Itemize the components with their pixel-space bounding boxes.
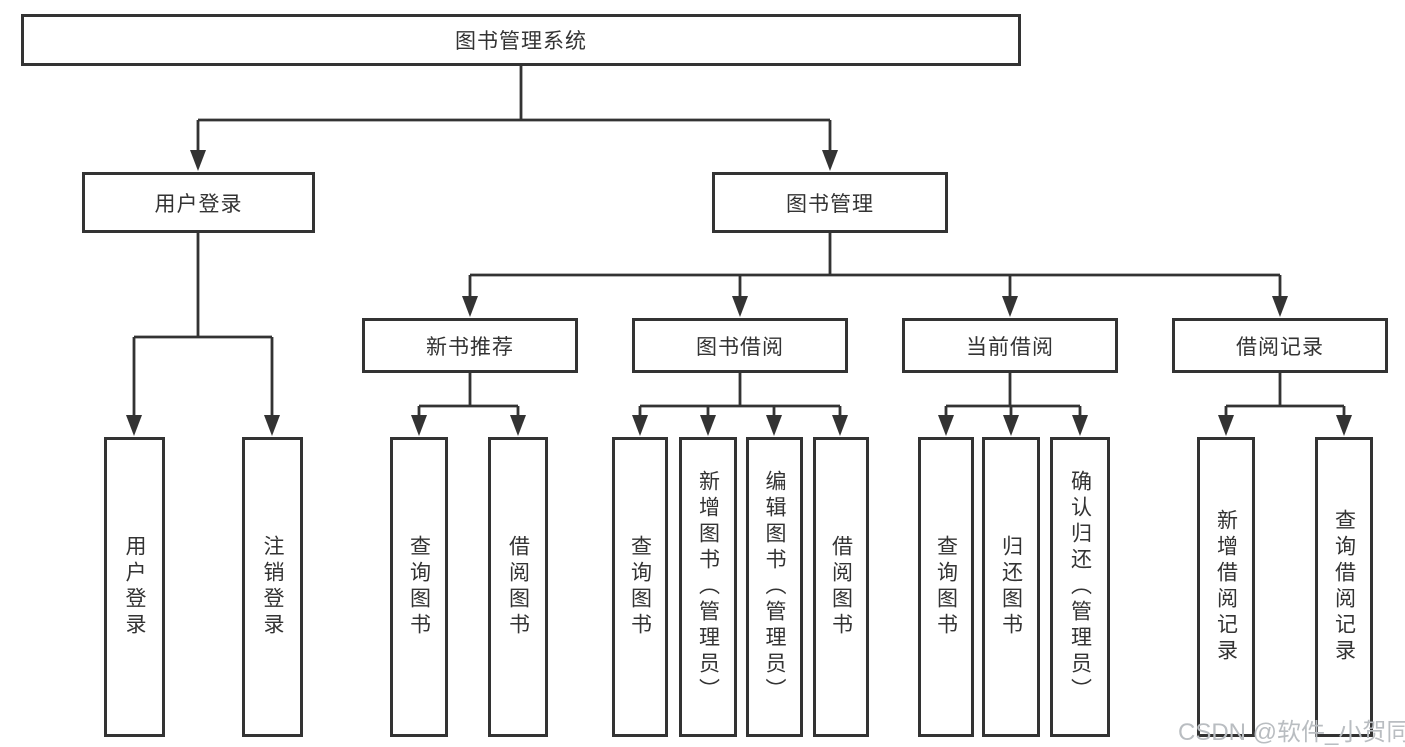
- node-user-login-label: 用户登录: [154, 192, 243, 216]
- node-leaf-user-login-label: 用户登录: [123, 535, 146, 639]
- node-leaf-newbook-borrow: 借阅图书: [488, 437, 548, 737]
- node-leaf-borrow-query-label: 查询图书: [628, 535, 652, 639]
- node-leaf-newbook-query-label: 查询图书: [407, 535, 431, 639]
- node-leaf-borrow-add-label: 新增图书（管理员）: [696, 470, 720, 704]
- node-leaf-borrow-borrow-label: 借阅图书: [829, 535, 853, 639]
- node-root: 图书管理系统: [21, 14, 1021, 66]
- watermark: CSDN @软件_小贺同学: [1178, 719, 1405, 746]
- node-leaf-borrow-edit-label: 编辑图书（管理员）: [763, 470, 786, 704]
- node-leaf-borrow-borrow: 借阅图书: [813, 437, 869, 737]
- node-leaf-borrow-add: 新增图书（管理员）: [679, 437, 737, 737]
- node-leaf-current-confirm-label: 确认归还（管理员）: [1068, 470, 1092, 704]
- node-leaf-borrow-edit: 编辑图书（管理员）: [746, 437, 803, 737]
- node-leaf-newbook-query: 查询图书: [390, 437, 448, 737]
- node-book-borrow: 图书借阅: [632, 318, 848, 373]
- node-leaf-records-add-label: 新增借阅记录: [1214, 509, 1238, 665]
- node-leaf-current-query-label: 查询图书: [934, 535, 958, 639]
- node-borrow-records: 借阅记录: [1172, 318, 1388, 373]
- node-root-label: 图书管理系统: [455, 30, 587, 53]
- node-book-management-label: 图书管理: [786, 192, 874, 216]
- node-book-borrow-label: 图书借阅: [696, 335, 784, 359]
- node-leaf-current-confirm: 确认归还（管理员）: [1050, 437, 1110, 737]
- node-leaf-logout: 注销登录: [242, 437, 303, 737]
- node-leaf-records-add: 新增借阅记录: [1197, 437, 1255, 737]
- node-leaf-current-return: 归还图书: [982, 437, 1040, 737]
- node-leaf-records-query-label: 查询借阅记录: [1332, 509, 1356, 665]
- arrowhead-group: [126, 150, 1352, 436]
- node-borrow-records-label: 借阅记录: [1236, 335, 1324, 359]
- node-book-management: 图书管理: [712, 172, 948, 233]
- node-leaf-logout-label: 注销登录: [261, 535, 284, 639]
- node-leaf-borrow-query: 查询图书: [612, 437, 668, 737]
- node-current-borrow: 当前借阅: [902, 318, 1118, 373]
- node-new-book-recommend-label: 新书推荐: [426, 335, 514, 359]
- node-user-login: 用户登录: [82, 172, 315, 233]
- node-new-book-recommend: 新书推荐: [362, 318, 578, 373]
- node-leaf-newbook-borrow-label: 借阅图书: [506, 535, 530, 639]
- node-leaf-user-login: 用户登录: [104, 437, 165, 737]
- node-leaf-current-return-label: 归还图书: [999, 535, 1023, 639]
- node-leaf-records-query: 查询借阅记录: [1315, 437, 1373, 737]
- node-current-borrow-label: 当前借阅: [966, 335, 1054, 359]
- node-leaf-current-query: 查询图书: [918, 437, 974, 737]
